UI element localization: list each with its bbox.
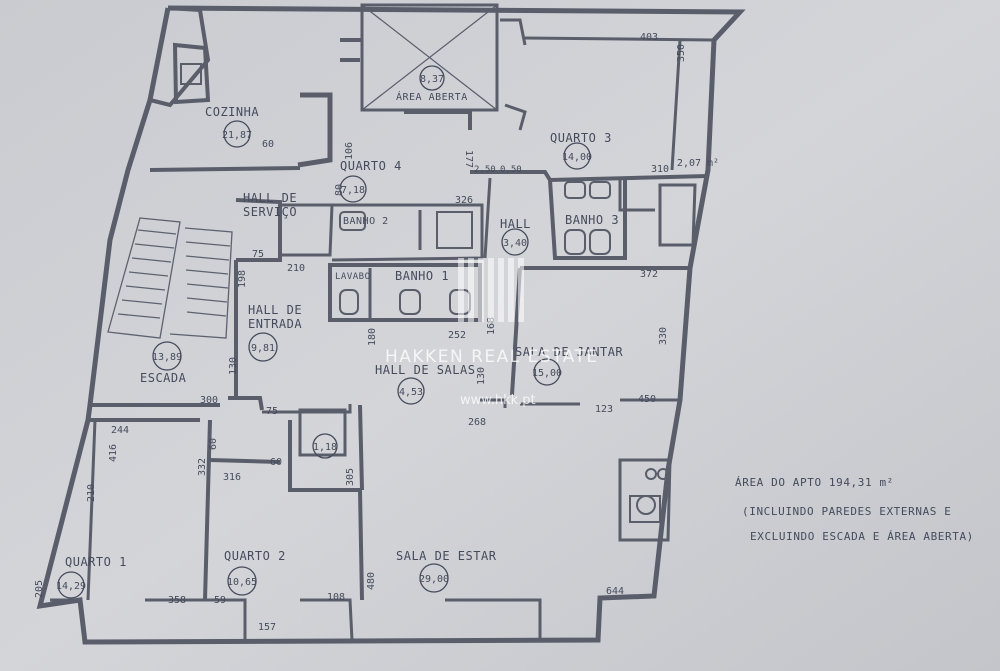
dim-60-top: 60 xyxy=(262,139,274,150)
dim-450: 450 xyxy=(638,394,656,405)
area-circles xyxy=(57,65,591,599)
room-label-sala-de-estar: SALA DE ESTAR xyxy=(396,549,497,563)
area-sala-de-jantar: 15,00 xyxy=(532,368,562,379)
area-sala-de-estar: 29,00 xyxy=(419,574,449,585)
note-line-2: (INCLUINDO PAREDES EXTERNAS E xyxy=(742,505,951,518)
area-closet: 1,18 xyxy=(313,442,337,453)
dim-177: 177 xyxy=(463,150,474,168)
dim-480: 480 xyxy=(366,572,377,590)
area-quarto-3: 14,00 xyxy=(562,152,592,163)
room-label-hall-servico-1: HALL DE xyxy=(243,191,297,205)
dim-60-c: 60 xyxy=(270,457,282,468)
watermark-logo-icon xyxy=(458,258,524,322)
room-label-quarto-4: QUARTO 4 xyxy=(340,159,402,173)
dim-305: 305 xyxy=(345,468,356,486)
room-label-hall-entrada-1: HALL DE xyxy=(248,303,302,317)
room-label-cozinha: COZINHA xyxy=(205,105,259,119)
dim-252: 252 xyxy=(448,330,466,341)
room-label-banho-3: BANHO 3 xyxy=(565,213,619,227)
area-annex: 2,07 m² xyxy=(677,158,719,169)
dim-180: 180 xyxy=(367,328,378,346)
dim-75-a: 75 xyxy=(252,249,264,260)
dim-350: 350 xyxy=(676,44,687,62)
dim-168: 168 xyxy=(486,317,497,335)
dim-316: 316 xyxy=(223,472,241,483)
room-label-escada: ESCADA xyxy=(140,371,187,385)
dim-403: 403 xyxy=(640,32,658,43)
dim-130-b: 130 xyxy=(476,367,487,385)
walls xyxy=(36,3,746,645)
dim-2-50: 2,50 xyxy=(474,165,496,175)
area-escada: 13,89 xyxy=(152,352,182,363)
dim-300: 300 xyxy=(200,395,218,406)
room-label-hall: HALL xyxy=(500,217,531,231)
watermark-url: www.hkk.pt xyxy=(460,393,536,408)
area-hall-entrada: 9,81 xyxy=(251,343,275,354)
note-line-1: ÁREA DO APTO 194,31 m² xyxy=(735,476,894,489)
dim-60-b: 60 xyxy=(208,438,219,450)
area-quarto-4: 7,18 xyxy=(341,185,365,196)
note-line-3: EXCLUINDO ESCADA E ÁREA ABERTA) xyxy=(750,530,974,543)
dim-130-a: 130 xyxy=(228,357,239,375)
dim-358: 358 xyxy=(168,595,186,606)
room-label-hall-servico-2: SERVIÇO xyxy=(243,205,297,219)
dim-244: 244 xyxy=(111,425,129,436)
dim-310: 310 xyxy=(651,164,669,175)
area-cozinha: 21,87 xyxy=(222,130,252,141)
dim-332: 332 xyxy=(197,458,208,476)
watermark: HAKKEN REAL ESTATE www.hkk.pt xyxy=(385,258,599,408)
room-label-hall-de-salas: HALL DE SALAS xyxy=(375,363,475,377)
area-hall-de-salas: 4,53 xyxy=(399,387,423,398)
dim-0-50: 0,50 xyxy=(500,165,522,175)
dim-268: 268 xyxy=(468,417,486,428)
room-label-sala-de-jantar: SALA DE JANTAR xyxy=(515,345,623,359)
area-notes: ÁREA DO APTO 194,31 m² (INCLUINDO PAREDE… xyxy=(735,476,974,543)
area-area-aberta: 8,37 xyxy=(420,74,444,85)
room-label-quarto-1: QUARTO 1 xyxy=(65,555,127,569)
room-label-banho-1: BANHO 1 xyxy=(395,269,449,283)
dim-157: 157 xyxy=(258,622,276,633)
room-label-area-aberta: ÁREA ABERTA xyxy=(396,90,468,103)
watermark-brand: HAKKEN REAL ESTATE xyxy=(385,347,599,367)
dim-80: 80 xyxy=(334,184,345,196)
dim-198: 198 xyxy=(237,270,248,288)
area-hall: 3,40 xyxy=(503,238,527,249)
room-label-quarto-2: QUARTO 2 xyxy=(224,549,286,563)
dim-59: 59 xyxy=(214,595,226,606)
dim-326: 326 xyxy=(455,195,473,206)
dim-416: 416 xyxy=(108,444,119,462)
dim-75-b: 75 xyxy=(266,406,278,417)
area-quarto-1: 14,29 xyxy=(56,581,86,592)
dim-644: 644 xyxy=(606,586,624,597)
dim-123: 123 xyxy=(595,404,613,415)
dim-330: 330 xyxy=(658,327,669,345)
dim-205: 205 xyxy=(34,580,45,598)
dim-210-a: 210 xyxy=(287,263,305,274)
room-label-quarto-3: QUARTO 3 xyxy=(550,131,612,145)
area-quarto-2: 10,65 xyxy=(227,577,257,588)
dim-372: 372 xyxy=(640,269,658,280)
dim-108: 108 xyxy=(327,592,345,603)
dim-210-b: 210 xyxy=(86,484,97,502)
room-label-hall-entrada-2: ENTRADA xyxy=(248,317,302,331)
room-label-banho-2: BANHO 2 xyxy=(343,216,389,227)
room-label-lavabo: LAVABO xyxy=(335,272,371,282)
dim-106: 106 xyxy=(344,142,355,160)
staircase xyxy=(107,217,233,339)
